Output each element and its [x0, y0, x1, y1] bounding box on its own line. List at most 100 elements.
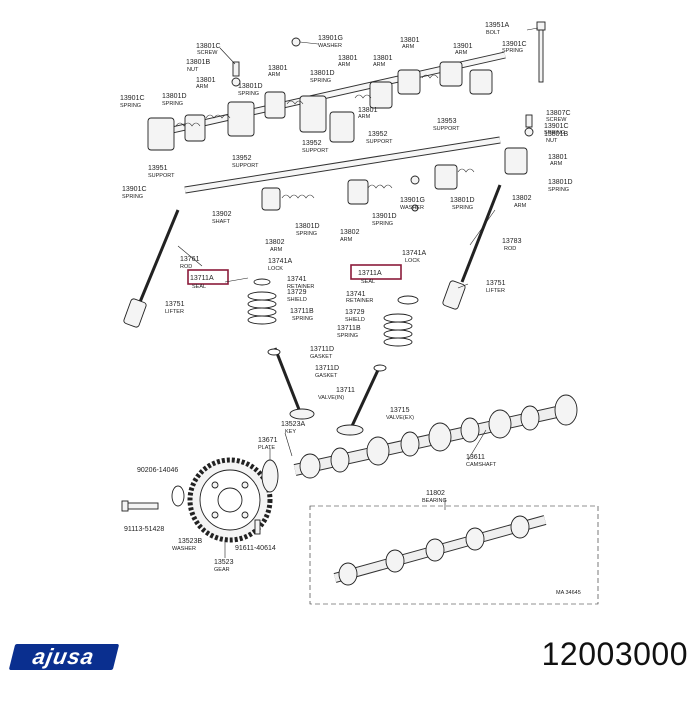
callout-13802-center-desc: ARM [340, 237, 353, 243]
callout-13901g-center-desc: WASHER [400, 205, 424, 211]
callout-13901c-left-desc: SPRING [122, 194, 143, 200]
callout-13901g-top: 13901G [318, 35, 343, 42]
callout-13523b: 13523B [178, 538, 202, 545]
callout-13761-desc: ROD [180, 264, 192, 270]
callout-13801c-top: 13801C [196, 43, 221, 50]
callout-13802-right: 13802 [512, 195, 532, 202]
pushrod-right [442, 184, 502, 310]
corner-mark: MA 34645 [556, 590, 581, 596]
callout-13802-center: 13802 [340, 229, 360, 236]
callout-13801d-3-desc: SPRING [238, 91, 259, 97]
pushrod-left [123, 209, 180, 328]
callout-13951a: 13951A [485, 22, 509, 29]
callout-13729-left: 13729 [287, 289, 307, 296]
callout-13741a-right: 13741A [402, 250, 426, 257]
callout-13902: 13902 [212, 211, 232, 218]
callout-13711a-left-desc: SEAL [192, 284, 206, 290]
callouts: 13951A BOLT 13901G WASHER 13801C SCREW 1… [120, 22, 581, 596]
callout-13711b-left: 13711B [290, 308, 314, 315]
callout-13801d-2: 13801D [310, 70, 335, 77]
callout-13951-1-desc: SUPPORT [148, 173, 175, 179]
callout-13711d-desc: GASKET [310, 354, 333, 360]
callout-13901d-desc: SPRING [372, 221, 393, 227]
callout-13801-3: 13801 [338, 55, 358, 62]
callout-13801-1: 13801 [196, 77, 216, 84]
callout-13901d: 13901D [372, 213, 397, 220]
callout-13711d-2-desc: GASKET [315, 373, 338, 379]
callout-13711b-right-desc: SPRING [337, 333, 358, 339]
callout-13801-right-desc: ARM [550, 161, 563, 167]
adjust-screws [231, 21, 546, 212]
callout-13801-2: 13801 [268, 65, 288, 72]
leader-lines [177, 27, 539, 558]
callout-13801d-center-right-desc: SPRING [452, 205, 473, 211]
callout-13801b-right-desc: NUT [546, 138, 558, 144]
callout-13801d-center-desc: SPRING [296, 231, 317, 237]
callout-13741-right-desc: RETAINER [346, 298, 373, 304]
callout-13801d-1: 13801D [162, 93, 187, 100]
callout-13711a-left: 13711A [190, 275, 214, 282]
callout-13711-desc: VALVE(IN) [318, 395, 344, 401]
callout-13802-right-desc: ARM [514, 203, 527, 209]
callout-13751-right: 13751 [486, 280, 506, 287]
valve-exhaust [336, 364, 387, 436]
callout-13801b-right: 13801B [544, 131, 568, 138]
callout-13801-3-desc: ARM [338, 62, 351, 68]
callout-13801c-top-desc: SCREW [197, 50, 218, 56]
callout-13801b-top: 13801B [186, 59, 210, 66]
callout-13711b-right: 13711B [337, 325, 361, 332]
callout-13802-left-desc: ARM [270, 247, 283, 253]
callout-11802: 11802 [426, 490, 445, 497]
callout-13953-desc: SUPPORT [433, 126, 460, 132]
callout-13801-5-desc: ARM [402, 44, 415, 50]
valve-spring-right [383, 295, 419, 347]
callout-91113: 91113-51428 [124, 526, 164, 533]
callout-13523: 13523 [214, 559, 234, 566]
bearing-set-box [309, 505, 599, 605]
callout-13783: 13783 [502, 238, 522, 245]
callout-13801-6-desc: ARM [358, 114, 371, 120]
callout-13901-top-desc: ARM [455, 50, 468, 56]
brand-logo-text: ajusa [31, 644, 97, 669]
callout-13523a: 13523A [281, 421, 305, 428]
callout-13902-desc: SHAFT [212, 219, 231, 225]
callout-13952-3-desc: SUPPORT [366, 139, 393, 145]
callout-13741a-right-desc: LOCK [405, 258, 420, 264]
callout-13801-5: 13801 [400, 37, 420, 44]
callout-13951a-desc: BOLT [486, 30, 501, 36]
callout-13951-1: 13951 [148, 165, 168, 172]
callout-13807c: 13807C [546, 110, 571, 117]
callout-13611: 13611 [466, 454, 485, 461]
callout-13801-4-desc: ARM [373, 62, 386, 68]
callout-13711d: 13711D [310, 346, 334, 353]
callout-13901c-left: 13901C [122, 186, 147, 193]
callout-13901c-2-desc: SPRING [502, 48, 523, 54]
highlight-seal-right [350, 264, 402, 280]
callout-13801d-center-right: 13801D [450, 197, 475, 204]
callout-13523a-desc: KEY [285, 429, 296, 435]
callout-13729-left-desc: SHIELD [287, 297, 307, 303]
callout-13801b-top-desc: NUT [187, 67, 199, 73]
callout-13807c-desc: SCREW [546, 117, 567, 123]
callout-13711: 13711 [336, 387, 355, 394]
brand-logo: ajusa [8, 644, 120, 670]
callout-13901-top: 13901 [453, 43, 473, 50]
callout-13901g-center: 13901G [400, 197, 425, 204]
callout-13741-right: 13741 [346, 291, 366, 298]
callout-13711a-right-desc: SEAL [361, 279, 375, 285]
callout-13952-3: 13952 [368, 131, 388, 138]
callout-13741a-left-desc: LOCK [268, 266, 283, 272]
rocker-arm-group-lower [261, 147, 528, 211]
highlight-seal-left [187, 269, 229, 285]
callout-13801d-3: 13801D [238, 83, 263, 90]
callout-13715-desc: VALVE(EX) [386, 415, 414, 421]
callout-13953: 13953 [437, 118, 457, 125]
callout-13801-1-desc: ARM [196, 84, 209, 90]
callout-13801d-right-desc: SPRING [548, 187, 569, 193]
callout-13801-2-desc: ARM [268, 72, 281, 78]
callout-13801d-right: 13801D [548, 179, 573, 186]
callout-13901g-top-desc: WASHER [318, 43, 342, 49]
callout-91611: 91611-40614 [235, 545, 276, 552]
